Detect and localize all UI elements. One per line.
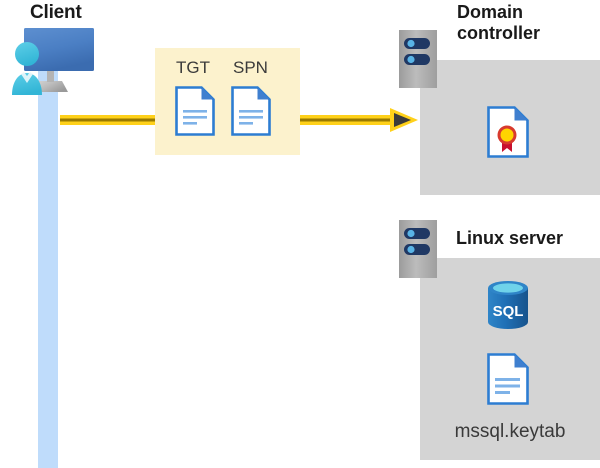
- client-label: Client: [30, 2, 82, 23]
- spn-label: SPN: [233, 58, 268, 77]
- spn-document-icon: [231, 86, 271, 136]
- domain-controller-label: Domain controller: [457, 2, 541, 43]
- tgt-document-icon: [175, 86, 215, 136]
- linux-server-label: Linux server: [456, 228, 564, 248]
- server-icon: [399, 220, 437, 278]
- user-monitor-icon: [8, 24, 94, 100]
- tgt-label: TGT: [176, 58, 210, 77]
- client-lifeline: [38, 68, 58, 468]
- sql-icon-text: SQL: [493, 303, 524, 320]
- server-icon: [399, 30, 437, 88]
- token-panel: TGT SPN: [155, 48, 300, 155]
- certificate-icon: [487, 106, 529, 158]
- keytab-document-icon: [487, 353, 529, 405]
- sql-database-icon: SQL: [484, 278, 532, 332]
- keytab-filename-label: mssql.keytab: [454, 421, 566, 442]
